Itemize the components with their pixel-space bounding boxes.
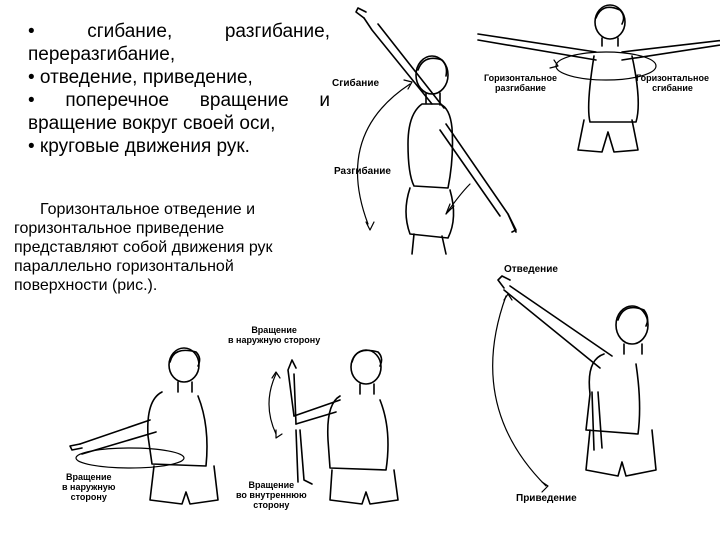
label-external-rotation-top: Вращение в наружную сторону (228, 325, 320, 345)
bullet-item: • круговые движения рук. (28, 135, 330, 158)
label-extension: Разгибание (334, 166, 391, 177)
label-external-rotation-left: Вращение в наружную сторону (62, 472, 115, 502)
bullet-item: • отведение, приведение, (28, 66, 330, 89)
label-abduction: Отведение (504, 264, 558, 275)
label-flexion: Сгибание (332, 78, 379, 89)
label-horizontal-flexion: Горизонтальное сгибание (636, 73, 709, 93)
label-horizontal-extension: Горизонтальное разгибание (484, 73, 557, 93)
description-paragraph: Горизонтальное отведение и горизонтально… (14, 200, 314, 295)
label-internal-rotation: Вращение во внутреннюю сторону (236, 480, 307, 510)
paragraph-text: Горизонтальное отведение и горизонтально… (14, 201, 273, 294)
figure-abduction (493, 276, 656, 492)
movement-list: • сгибание, разгибание, переразгибание, … (28, 20, 330, 158)
label-adduction: Приведение (516, 493, 577, 504)
bullet-item: • сгибание, разгибание, переразгибание, (28, 20, 330, 66)
bullet-item: • поперечное вращение и вращение вокруг … (28, 89, 330, 135)
figure-flexion-extension (356, 8, 516, 254)
